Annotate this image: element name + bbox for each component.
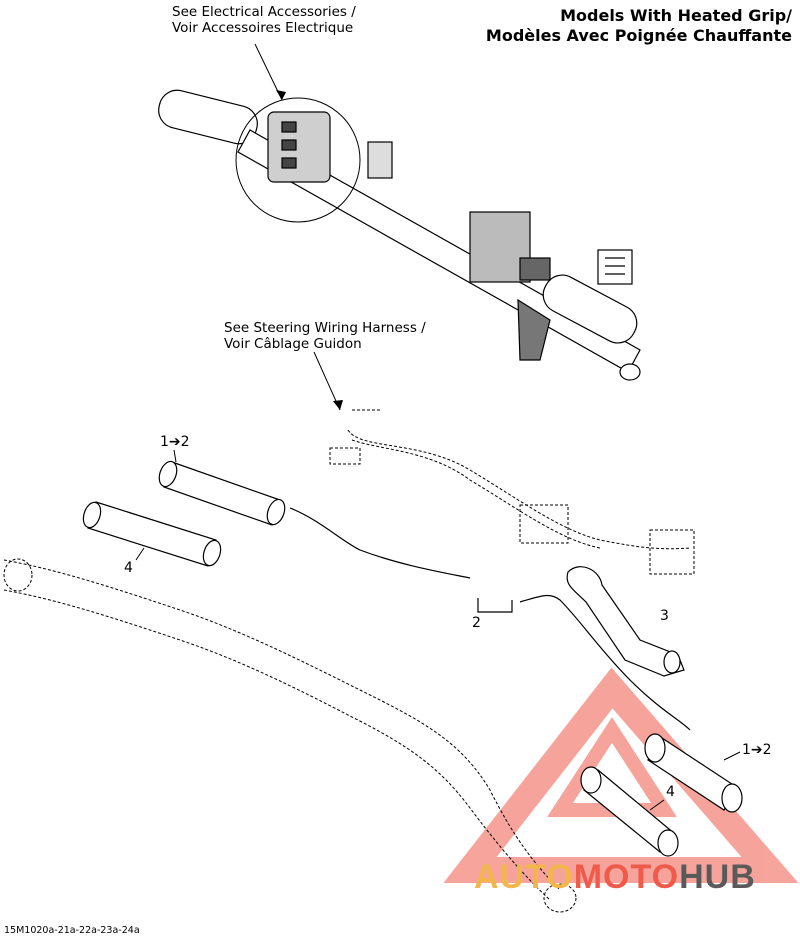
part-label-grip-left: 1➔2 [160,434,190,450]
steering-wiring-harness [329,409,695,575]
part-label-sleeve-right: 4 [666,784,675,800]
harness-callout-line-2: Voir Câblage Guidon [224,336,362,352]
part-label-tube: 3 [660,608,669,624]
sleeve-right [580,766,679,857]
grip-left-leader-line [173,449,177,463]
sleeve-left [82,501,222,567]
title-line-2: Modèles Avec Poignée Chauffante [485,26,792,45]
harness-callout-line-1: See Steering Wiring Harness / [224,320,426,336]
watermark-part-3: HUB [679,858,756,896]
heated-grip-element-left [158,460,286,526]
watermark-part-1: AUTO [474,858,574,896]
watermark-part-2: MOTO [573,858,680,896]
heated-grip-wire [289,507,691,731]
handlebar-assembly [158,89,641,381]
magnifier-circle [235,97,361,223]
steering-harness-callout: See Steering Wiring Harness / Voir Câbla… [224,320,426,352]
part-label-sleeve-left: 4 [124,560,133,576]
electrical-callout-line-2: Voir Accessoires Electrique [172,20,354,36]
drawing-reference: 15M1020a-21a-22a-23a-24a [4,925,140,936]
title-line-1: Models With Heated Grip/ [560,6,792,25]
page-title: Models With Heated Grip/ Modèles Avec Po… [486,6,792,46]
electrical-accessories-callout: See Electrical Accessories / Voir Access… [172,4,356,36]
sleeve-left-leader-line [135,547,145,561]
handlebar-tube [3,558,577,913]
sleeve-right-leader-line [649,799,665,811]
watermark-text: AUTOMOTOHUB [474,858,756,897]
heated-grip-element-right [644,733,743,813]
tube-part-3 [566,566,685,677]
harness-leader-line [313,351,341,411]
electrical-callout-line-1: See Electrical Accessories / [172,4,356,20]
part-label-wire: 2 [472,615,481,631]
grip-right-leader-line [723,751,741,761]
part-label-grip-right: 1➔2 [742,742,772,758]
